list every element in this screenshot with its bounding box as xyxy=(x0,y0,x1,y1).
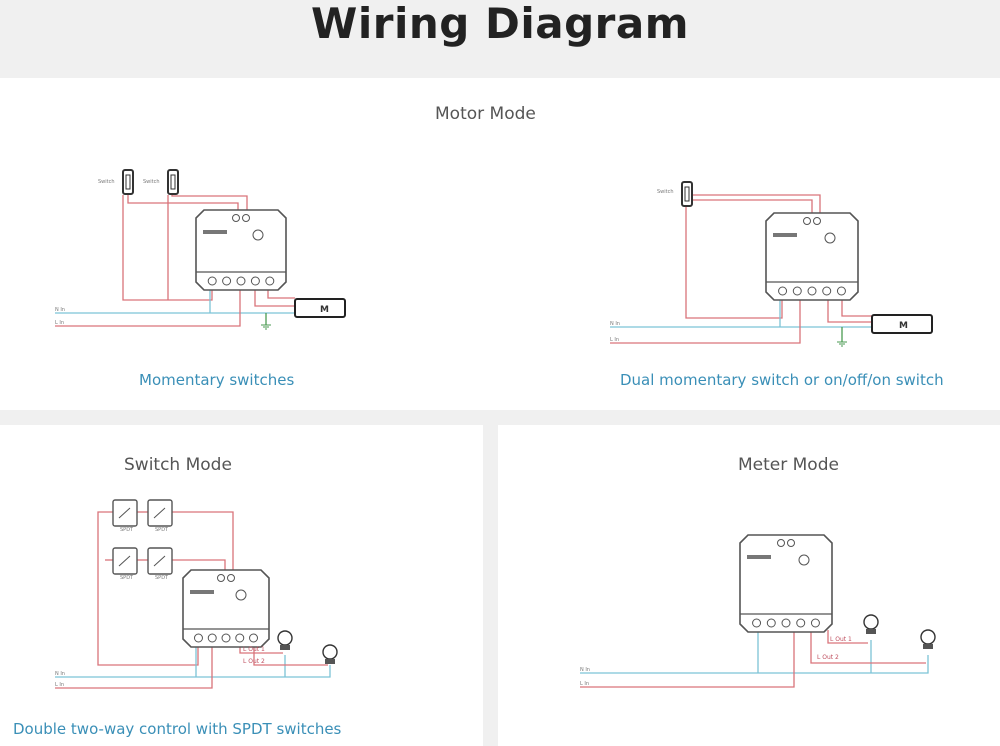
button-icon xyxy=(813,217,821,225)
switch-mode-caption: Double two-way control with SPDT switche… xyxy=(13,720,342,738)
terminal-icon xyxy=(796,618,806,628)
n-in-label: N In xyxy=(55,307,65,313)
terminal-icon xyxy=(836,286,846,296)
motor-right-caption: Dual momentary switch or on/off/on switc… xyxy=(620,371,944,389)
bulb-icon xyxy=(863,614,879,630)
terminal-icon xyxy=(193,633,203,643)
l-out1-label: L Out 1 xyxy=(243,646,265,653)
sonoff-logo xyxy=(203,230,227,234)
l-in-label: L In xyxy=(610,337,619,343)
spdt-label: SPDT xyxy=(155,575,169,581)
terminal-icon xyxy=(807,286,817,296)
n-in-label: N In xyxy=(55,671,65,677)
meter-mode-wires xyxy=(580,630,929,688)
l-in-label: L In xyxy=(55,682,64,688)
bulb-icon xyxy=(920,629,936,645)
terminal-icon xyxy=(235,633,245,643)
terminal-icon xyxy=(265,276,275,286)
l-in-label: L In xyxy=(580,681,589,687)
l-out2-label: L Out 2 xyxy=(243,658,265,665)
terminal-icon xyxy=(250,276,260,286)
terminal-icon xyxy=(752,618,762,628)
button-icon xyxy=(787,539,795,547)
button-icon xyxy=(232,214,240,222)
terminal-icon xyxy=(822,286,832,296)
bulb-icon xyxy=(322,644,338,660)
smart-switch-module xyxy=(182,569,270,648)
button-icon xyxy=(227,574,235,582)
smart-switch-module xyxy=(739,534,833,633)
antenna-icon xyxy=(235,589,247,601)
motor-left-caption: Momentary switches xyxy=(139,371,295,389)
motor-label: M xyxy=(899,321,908,331)
terminal-icon xyxy=(781,618,791,628)
antenna-icon xyxy=(798,554,810,566)
l-out2-label: L Out 2 xyxy=(817,654,839,661)
terminal-icon xyxy=(249,633,259,643)
terminal-icon xyxy=(792,286,802,296)
terminal-icon xyxy=(207,633,217,643)
sonoff-logo xyxy=(747,555,771,559)
n-in-label: N In xyxy=(580,667,590,673)
button-icon xyxy=(242,214,250,222)
spdt-label: SPDT xyxy=(120,575,134,581)
button-icon xyxy=(217,574,225,582)
motor-icon xyxy=(871,314,933,334)
terminal-icon xyxy=(236,276,246,286)
bulb-icon xyxy=(277,630,293,646)
terminal-icon xyxy=(221,633,231,643)
terminal-icon xyxy=(222,276,232,286)
l-in-label: L In xyxy=(55,320,64,326)
ground-icon xyxy=(261,324,271,330)
terminal-icon xyxy=(207,276,217,286)
button-icon xyxy=(803,217,811,225)
motor-icon xyxy=(294,298,346,318)
switch-label: Switch xyxy=(143,179,160,185)
sonoff-logo xyxy=(773,233,797,237)
antenna-icon xyxy=(824,232,836,244)
switch-mode-title: Switch Mode xyxy=(124,455,232,475)
n-in-label: N In xyxy=(610,321,620,327)
terminal-icon xyxy=(778,286,788,296)
page-title: Wiring Diagram xyxy=(311,0,689,48)
motor-mode-title: Motor Mode xyxy=(435,104,536,124)
motor-label: M xyxy=(320,305,329,315)
terminal-icon xyxy=(766,618,776,628)
switch-label: Switch xyxy=(657,189,674,195)
button-icon xyxy=(777,539,785,547)
antenna-icon xyxy=(252,229,264,241)
spdt-label: SPDT xyxy=(120,527,134,533)
sonoff-logo xyxy=(190,590,214,594)
terminal-icon xyxy=(810,618,820,628)
spdt-label: SPDT xyxy=(155,527,169,533)
switch-label: Switch xyxy=(98,179,115,185)
meter-mode-title: Meter Mode xyxy=(738,455,839,475)
switch-mode-wires xyxy=(55,511,331,689)
motor-right-wires xyxy=(610,194,872,344)
l-out1-label: L Out 1 xyxy=(830,636,852,643)
ground-icon xyxy=(837,341,847,347)
